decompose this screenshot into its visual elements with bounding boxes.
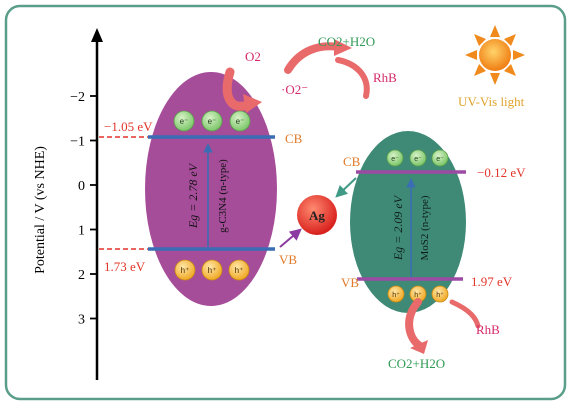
- rhb-bottom-label: RhB: [476, 322, 500, 337]
- vb-to-ag-arrow: [279, 228, 302, 248]
- axis-tick-label: −2: [70, 90, 85, 105]
- svg-text:e⁻: e⁻: [208, 117, 217, 126]
- svg-text:h⁺: h⁺: [414, 292, 422, 299]
- products-bottom-label: CO2+H2O: [388, 356, 445, 371]
- mos2-cb-energy: −0.12 eV: [477, 165, 526, 180]
- svg-text:h⁺: h⁺: [181, 266, 190, 275]
- mos2-vb-label: VB: [341, 275, 359, 290]
- svg-text:e⁻: e⁻: [436, 156, 444, 163]
- svg-text:e⁻: e⁻: [236, 117, 245, 126]
- diagram-frame: [4, 4, 567, 401]
- hole-oxidation-pathway: RhB CO2+H2O: [388, 298, 500, 371]
- sun-icon: [465, 25, 525, 85]
- gcn-cb-energy: −1.05 eV: [104, 119, 153, 134]
- gcn-hole: h⁺: [201, 259, 223, 281]
- oxygen-reduction-pathway: O2 ·O2⁻ RhB CO2+H2O: [222, 34, 397, 113]
- axis-tick-label: 1: [78, 224, 85, 239]
- mos2-semiconductor: e⁻ e⁻ e⁻ h⁺ h⁺ h⁺ Eg = 2.09 eV MoS2 (n-t…: [350, 131, 466, 313]
- mos2-hole: h⁺: [387, 285, 405, 303]
- gcn-material-label: g-C3N4 (n-type): [217, 159, 229, 233]
- potential-axis: −2 −1 0 1 2 3 Potential / V (vs NHE): [33, 28, 103, 380]
- axis-tick-label: 3: [78, 313, 85, 328]
- gcn-vb-energy: 1.73 eV: [104, 259, 146, 274]
- svg-text:e⁻: e⁻: [180, 117, 189, 126]
- products-arrowhead: [410, 340, 428, 354]
- mos2-cb-label: CB: [343, 154, 361, 169]
- mos2-hole: h⁺: [431, 285, 449, 303]
- mos2-ellipse: [350, 131, 466, 313]
- superoxide-arrowhead: [334, 39, 352, 56]
- o2-arrowhead: [243, 94, 262, 113]
- rhb-top-label: RhB: [373, 70, 397, 85]
- gcn-hole: h⁺: [228, 259, 250, 281]
- axis-tick-label: 0: [78, 179, 85, 194]
- superoxide-label: ·O2⁻: [281, 82, 308, 97]
- axis-ticks: −2 −1 0 1 2 3: [70, 90, 97, 328]
- mos2-electron: e⁻: [409, 149, 427, 167]
- products-top-label: CO2+H2O: [318, 34, 375, 49]
- gcn-electron: e⁻: [201, 110, 223, 132]
- light-label: UV-Vis light: [458, 94, 525, 109]
- gcn-cb-label: CB: [285, 131, 303, 146]
- svg-text:h⁺: h⁺: [208, 266, 217, 275]
- gcn-vb-label: VB: [279, 252, 297, 267]
- svg-text:h⁺: h⁺: [436, 292, 444, 299]
- axis-tick-label: −1: [70, 135, 85, 150]
- mos2-vb-energy: 1.97 eV: [471, 274, 513, 289]
- mos2-electron: e⁻: [431, 149, 449, 167]
- hole-to-rhb-arrow: [449, 299, 481, 329]
- silver-nanoparticle: Ag: [297, 195, 337, 235]
- svg-text:e⁻: e⁻: [414, 156, 422, 163]
- oxygen-label: O2: [245, 49, 261, 64]
- mos2-bandgap-label: Eg = 2.09 eV: [391, 194, 405, 261]
- gcn-electron: e⁻: [229, 110, 251, 132]
- products-curved-arrow: [405, 298, 424, 350]
- axis-label: Potential / V (vs NHE): [33, 146, 48, 274]
- svg-text:h⁺: h⁺: [392, 292, 400, 299]
- axis-tick-label: 2: [78, 268, 85, 283]
- svg-text:e⁻: e⁻: [391, 156, 399, 163]
- axis-arrowhead: [91, 28, 103, 42]
- svg-text:h⁺: h⁺: [235, 266, 244, 275]
- ag-label: Ag: [309, 208, 325, 223]
- gcn-electron: e⁻: [173, 110, 195, 132]
- mos2-electron: e⁻: [386, 149, 404, 167]
- gcn-semiconductor: e⁻ e⁻ e⁻ h⁺ h⁺ h⁺ Eg = 2.78 eV g-C3N4 (n…: [145, 72, 277, 306]
- mos2-material-label: MoS2 (n-type): [419, 195, 431, 260]
- superoxide-curved-arrow: [284, 42, 342, 74]
- ag-sphere: [297, 195, 337, 235]
- rhb-curved-arrow: [335, 57, 370, 99]
- gcn-hole: h⁺: [174, 259, 196, 281]
- mos2-cb-to-ag-arrow: [335, 177, 357, 198]
- gcn-bandgap-label: Eg = 2.78 eV: [186, 162, 200, 229]
